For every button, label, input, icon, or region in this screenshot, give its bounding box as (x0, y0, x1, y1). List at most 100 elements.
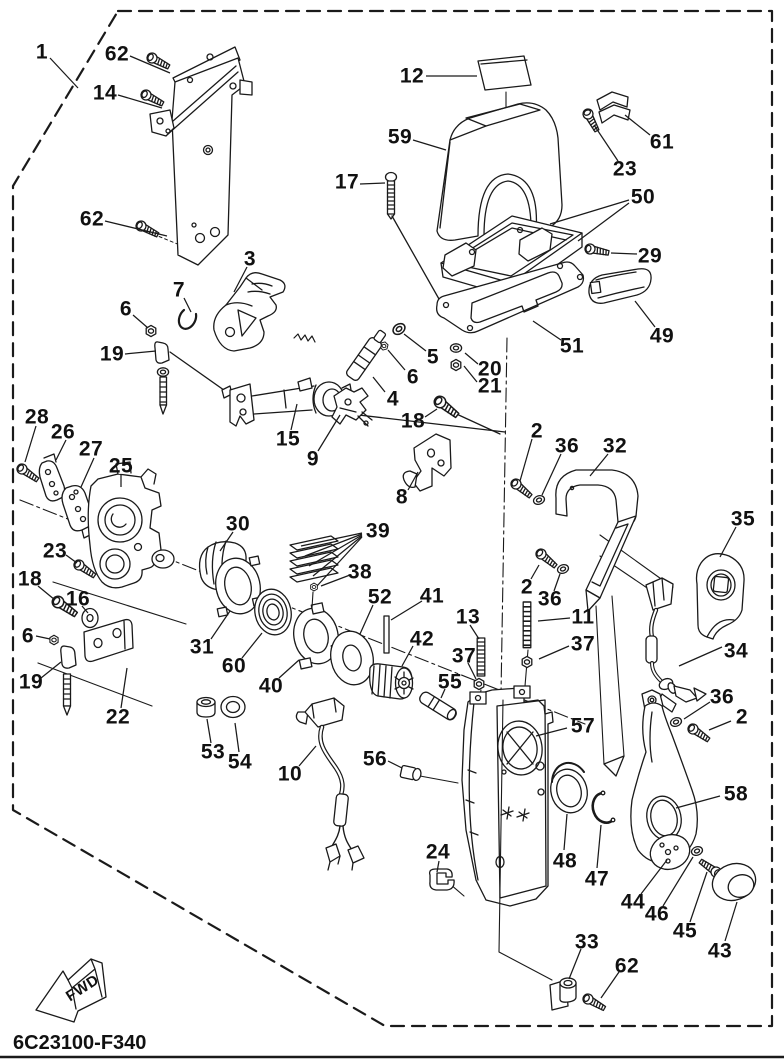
callout-leader-33 (568, 948, 582, 980)
callout-41: 41 (420, 585, 444, 608)
dashed-border (11, 9, 774, 1028)
bulb-56 (399, 764, 422, 782)
nut-37-b-icon (521, 655, 533, 669)
callout-36: 36 (555, 435, 579, 458)
callout-19: 19 (100, 343, 124, 366)
callout-leader-39 (304, 533, 363, 557)
part-61-clip (596, 91, 631, 124)
callout-leader-50 (577, 202, 630, 242)
callout-50: 50 (631, 186, 655, 209)
callout-1: 1 (36, 41, 48, 64)
part-32-bracket (555, 469, 639, 612)
callout-34: 34 (724, 640, 748, 663)
callout-20: 20 (478, 358, 502, 381)
callout-51: 51 (560, 335, 584, 358)
washer-46-icon (689, 844, 705, 858)
callout-leader-10 (298, 745, 317, 767)
part-7-clip (177, 308, 198, 330)
clip-19-left (60, 645, 77, 716)
callout-36: 36 (538, 588, 562, 611)
part-54-collar (220, 695, 246, 719)
callout-62: 62 (615, 955, 639, 978)
callout-leader-22 (120, 667, 128, 709)
callout-leader-45 (689, 871, 708, 923)
callout-60: 60 (222, 655, 246, 678)
label-12-plate (477, 55, 532, 91)
part-60-seal (254, 588, 292, 636)
callout-leader-28 (24, 425, 37, 463)
part-15-lever (221, 377, 353, 427)
callout-leader-34 (678, 646, 723, 667)
callout-30: 30 (226, 513, 250, 536)
callout-29: 29 (638, 245, 662, 268)
callout-leader-18 (37, 585, 56, 601)
callout-leader-48 (563, 813, 568, 851)
stud-11-icon (522, 601, 532, 649)
part-10-cable (295, 697, 365, 871)
callout-leader-32 (589, 453, 609, 477)
bolt-18-mid-icon (431, 393, 462, 421)
callout-57: 57 (571, 715, 595, 738)
circlip-47 (591, 790, 616, 824)
callout-leader-7 (183, 297, 192, 313)
callout-leader-26 (55, 439, 67, 461)
callout-leader-11 (537, 617, 571, 622)
callout-32: 32 (603, 435, 627, 458)
part-49-retainer (588, 268, 652, 304)
callout-leader-62 (129, 55, 171, 74)
nut-37-a-icon (473, 677, 485, 691)
callout-53: 53 (201, 741, 225, 764)
callout-42: 42 (410, 628, 434, 651)
line-to-clamp-33 (498, 699, 553, 981)
callout-leader-50 (549, 199, 630, 225)
callout-23: 23 (43, 540, 67, 563)
part-51-gasket (436, 261, 585, 334)
callout-leader-61 (624, 114, 651, 136)
callout-2: 2 (521, 576, 533, 599)
part-25-housing (87, 461, 175, 589)
callout-leader-30 (219, 531, 234, 552)
callout-leader-35 (719, 526, 737, 558)
callout-leader-19 (124, 350, 157, 355)
part-42-gear (369, 663, 414, 700)
callout-6: 6 (22, 625, 34, 648)
callout-leader-55 (440, 688, 446, 699)
part-26-plate (38, 453, 66, 502)
callout-leader-62 (104, 220, 168, 237)
callout-25: 25 (109, 455, 133, 478)
spring-4-icon (293, 333, 316, 343)
part-59-cover (436, 102, 563, 241)
callout-2: 2 (531, 420, 543, 443)
callout-leader-23 (593, 124, 619, 162)
part-48-retainer (550, 762, 588, 814)
callout-leader-16 (81, 605, 89, 614)
callout-leader-15 (290, 403, 298, 431)
callout-leader-36 (553, 573, 561, 592)
callout-28: 28 (25, 406, 49, 429)
callout-leader-39 (312, 535, 363, 577)
callout-31: 31 (190, 636, 214, 659)
diagram-code: 6C23100-F340 (13, 1032, 146, 1054)
pin-55 (419, 691, 457, 721)
callout-14: 14 (93, 82, 117, 105)
screw-2-c-icon (685, 721, 713, 745)
callout-leader-62 (600, 971, 620, 999)
callout-45: 45 (673, 920, 697, 943)
callout-leader-39 (308, 534, 363, 567)
part-34-cable (645, 577, 707, 713)
nut-6-left-icon (49, 634, 59, 646)
callout-54: 54 (228, 751, 252, 774)
callout-19: 19 (19, 671, 43, 694)
callout-leader-36 (541, 453, 562, 496)
callout-37: 37 (452, 645, 476, 668)
callout-27: 27 (79, 438, 103, 461)
callout-26: 26 (51, 421, 75, 444)
part-4-plunger (345, 329, 387, 381)
stud-13-icon (476, 637, 486, 677)
callout-leader-21 (463, 365, 478, 383)
callout-leader-51 (532, 320, 562, 341)
part-35-switch-plate (695, 553, 745, 640)
callout-21: 21 (478, 375, 502, 398)
